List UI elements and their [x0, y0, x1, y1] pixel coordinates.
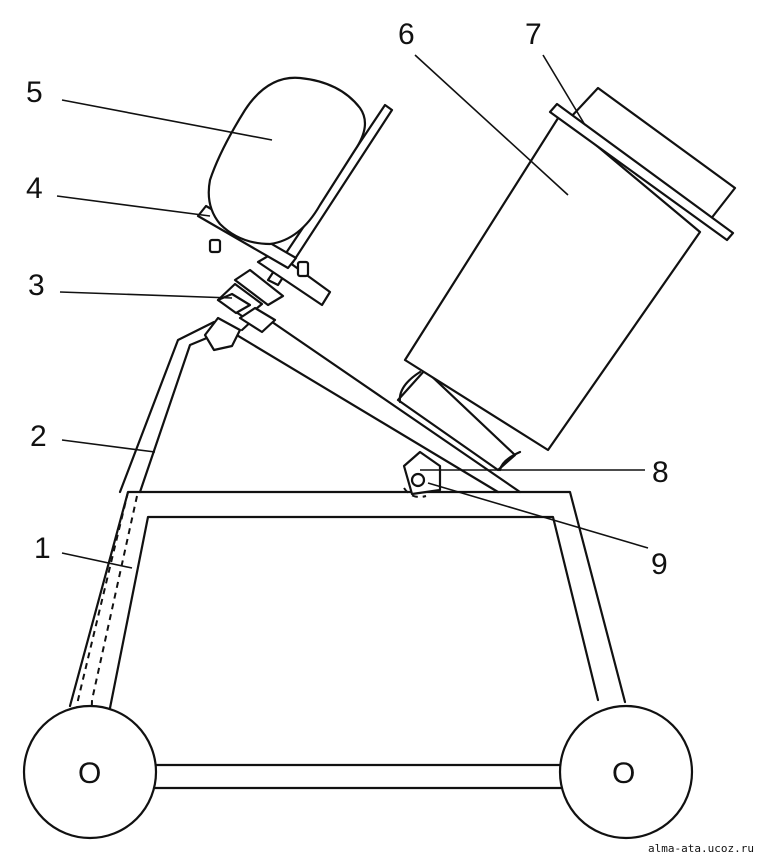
watermark: alma-ata.ucoz.ru — [648, 842, 754, 855]
motor-part-5 — [207, 76, 367, 246]
left-wheel: O — [22, 704, 158, 840]
label-9: 9 — [651, 548, 668, 581]
label-2: 2 — [30, 420, 47, 453]
bracket-part-8 — [402, 450, 442, 498]
drum-part-6 — [396, 113, 702, 472]
lid-part-7 — [548, 86, 737, 242]
label-1: 1 — [34, 532, 51, 565]
label-4: 4 — [26, 172, 43, 205]
right-wheel-hub: O — [612, 757, 635, 790]
bearing-part-3 — [203, 103, 394, 352]
pivot-part-9 — [410, 472, 426, 488]
leader-lines — [56, 54, 649, 569]
label-6: 6 — [398, 18, 415, 51]
right-wheel: O — [558, 704, 694, 840]
label-5: 5 — [26, 76, 43, 109]
label-8: 8 — [652, 456, 669, 489]
label-7: 7 — [525, 18, 542, 51]
rod-part-2 — [118, 320, 216, 494]
left-wheel-hub: O — [78, 757, 101, 790]
frame-part-1 — [68, 490, 627, 790]
label-3: 3 — [28, 269, 45, 302]
